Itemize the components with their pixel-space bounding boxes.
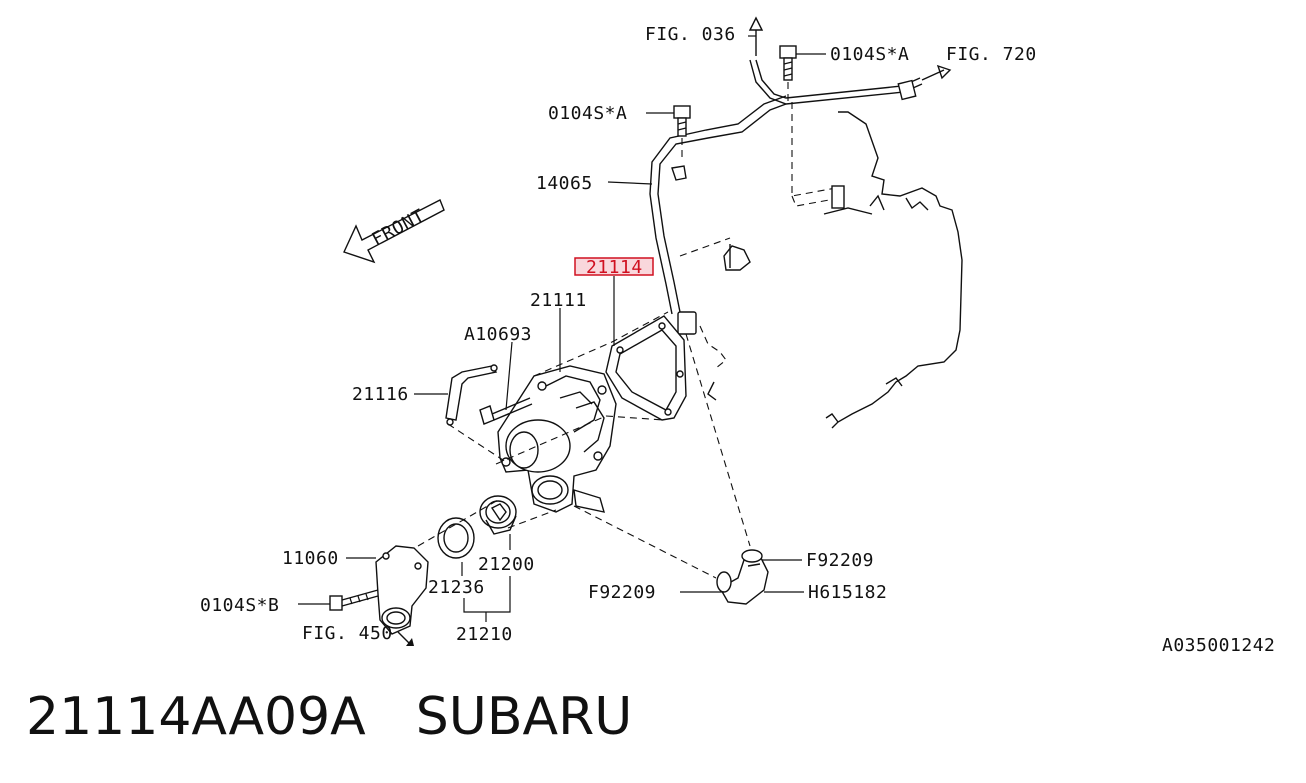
diagram-code: A035001242 [1162,635,1275,656]
label-thermostat-assy[interactable]: 21210 [456,624,513,645]
assembly-line [573,505,717,579]
assembly-line [447,423,507,463]
clip-lower [716,571,732,593]
thermostat-21200 [479,495,517,535]
label-bolt-b[interactable]: 0104S*B [200,595,279,616]
label-front: FRONT [368,205,428,250]
water-pipe [649,16,952,335]
bolt-a-mid [673,105,691,137]
label-pipe[interactable]: 14065 [536,173,593,194]
label-fig-036[interactable]: FIG. 036 [645,24,736,45]
cover-11060 [375,545,429,635]
bolt-b [329,589,379,611]
brand-name: SUBARU [415,687,633,747]
engine-block [679,102,963,429]
label-o-ring[interactable]: 21236 [428,577,485,598]
stud-a10693 [479,397,533,425]
label-pump[interactable]: 21111 [530,290,587,311]
assembly-line [417,499,499,547]
label-fig-450[interactable]: FIG. 450 [302,623,393,644]
assembly-line [533,311,669,377]
assembly-line [685,333,751,547]
gasket-21114 [605,315,687,421]
label-bolt-a-top[interactable]: 0104S*A [830,44,909,65]
part-number: 21114AA09A [26,687,366,747]
label-hose[interactable]: H615182 [808,582,887,603]
label-thermostat[interactable]: 21200 [478,554,535,575]
o-ring-21236 [437,517,475,559]
hose-h615182 [719,555,769,605]
label-bolt-a-mid[interactable]: 0104S*A [548,103,627,124]
label-fig-720[interactable]: FIG. 720 [946,44,1037,65]
label-clip-upper[interactable]: F92209 [806,550,874,571]
label-bracket[interactable]: 21116 [352,384,409,405]
assembly-line [495,415,665,465]
bolt-a-top [779,45,797,81]
parts-diagram: FIG. 036 0104S*A FIG. 720 0104S*A 14065 … [200,16,1275,656]
clip-upper [741,549,763,563]
highlight-box [574,257,654,276]
label-cover[interactable]: 11060 [282,548,339,569]
assembly-line [507,509,557,529]
part-title: 21114AA09A SUBARU [26,684,632,750]
front-arrow-icon [343,199,445,264]
bracket-21116 [445,364,498,426]
label-gasket-highlight[interactable]: 21114 [586,257,643,278]
label-stud[interactable]: A10693 [464,324,532,345]
exploded-view-svg: FIG. 036 0104S*A FIG. 720 0104S*A 14065 … [200,16,1275,656]
label-clip-lower[interactable]: F92209 [588,582,656,603]
water-pump [497,365,617,513]
